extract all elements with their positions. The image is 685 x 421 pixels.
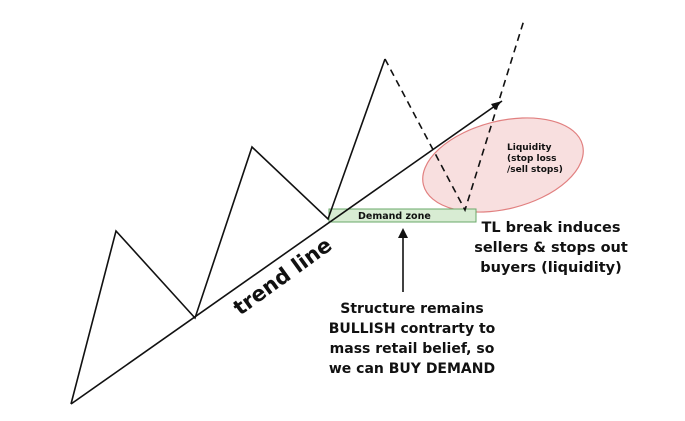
svg-text:we can BUY DEMAND: we can BUY DEMAND xyxy=(329,361,495,377)
svg-text:(stop loss: (stop loss xyxy=(507,154,557,164)
svg-text:mass retail belief, so: mass retail belief, so xyxy=(330,341,495,357)
projected-path xyxy=(384,19,525,213)
svg-text:Structure remains: Structure remains xyxy=(340,301,483,317)
svg-text:sellers & stops out: sellers & stops out xyxy=(474,240,628,256)
svg-text:buyers (liquidity): buyers (liquidity) xyxy=(480,260,621,276)
trend-line xyxy=(70,100,503,405)
tl-break-text: TL break induces sellers & stops out buy… xyxy=(474,220,628,276)
arrow-up-icon xyxy=(398,228,408,238)
structure-text: Structure remains BULLISH contrarty to m… xyxy=(329,301,496,377)
svg-text:TL break induces: TL break induces xyxy=(481,220,620,236)
demand-zone-label: Demand zone xyxy=(358,211,431,222)
liquidity-label: Liquidity (stop loss /sell stops) xyxy=(507,143,563,175)
trend-line-label: trend line xyxy=(229,233,337,320)
svg-text:/sell stops): /sell stops) xyxy=(507,165,563,175)
price-path xyxy=(70,58,386,405)
svg-text:Liquidity: Liquidity xyxy=(507,143,552,153)
svg-text:BULLISH contrarty to: BULLISH contrarty to xyxy=(329,321,496,337)
liquidity-zone xyxy=(422,117,584,213)
trend-line-arrowhead xyxy=(491,101,502,110)
